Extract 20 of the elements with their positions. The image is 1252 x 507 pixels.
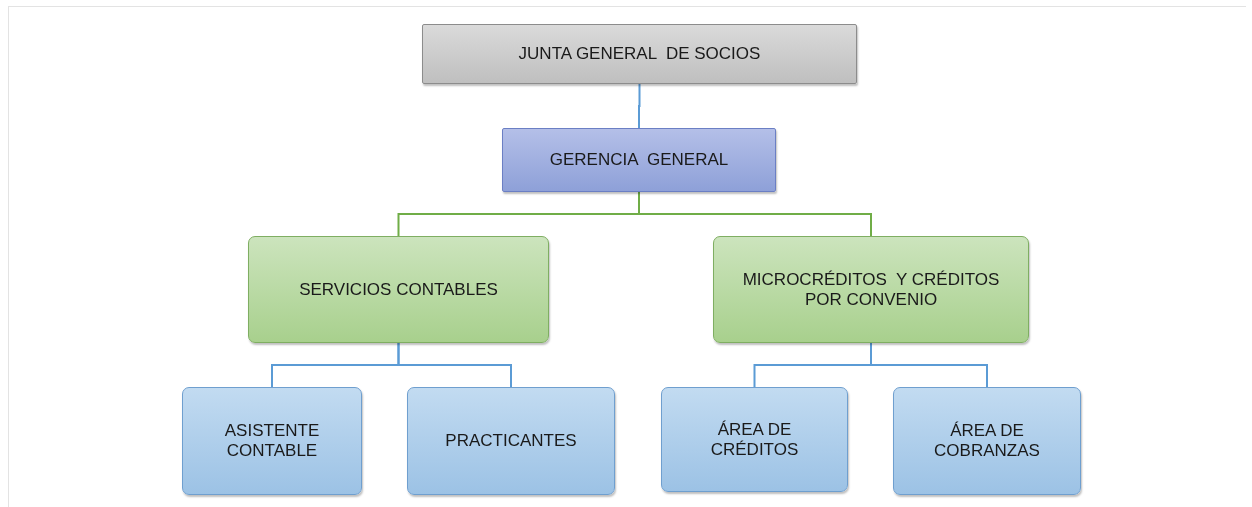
org-box bbox=[407, 387, 615, 495]
connector-line bbox=[638, 191, 872, 237]
box-label: ÁREA DE COBRANZAS bbox=[933, 421, 1041, 461]
org-box bbox=[248, 236, 549, 343]
connector-line bbox=[397, 342, 512, 388]
connector-line bbox=[638, 83, 641, 129]
org-box bbox=[661, 387, 848, 492]
box-label: ÁREA DE CRÉDITOS bbox=[709, 419, 800, 460]
box-label: MICROCRÉDITOS Y CRÉDITOS POR CONVENIO bbox=[741, 269, 1001, 310]
box-label: JUNTA GENERAL DE SOCIOS bbox=[518, 44, 761, 64]
box-label: ASISTENTE CONTABLE bbox=[223, 421, 321, 461]
org-box bbox=[893, 387, 1081, 495]
box-label: PRACTICANTES bbox=[445, 431, 577, 451]
box-label: SERVICIOS CONTABLES bbox=[299, 279, 498, 300]
org-box bbox=[713, 236, 1029, 343]
box-label: GERENCIA GENERAL bbox=[549, 150, 729, 170]
org-box bbox=[182, 387, 362, 495]
connector-line bbox=[870, 342, 988, 388]
org-box bbox=[422, 24, 857, 84]
org-box bbox=[502, 128, 776, 192]
